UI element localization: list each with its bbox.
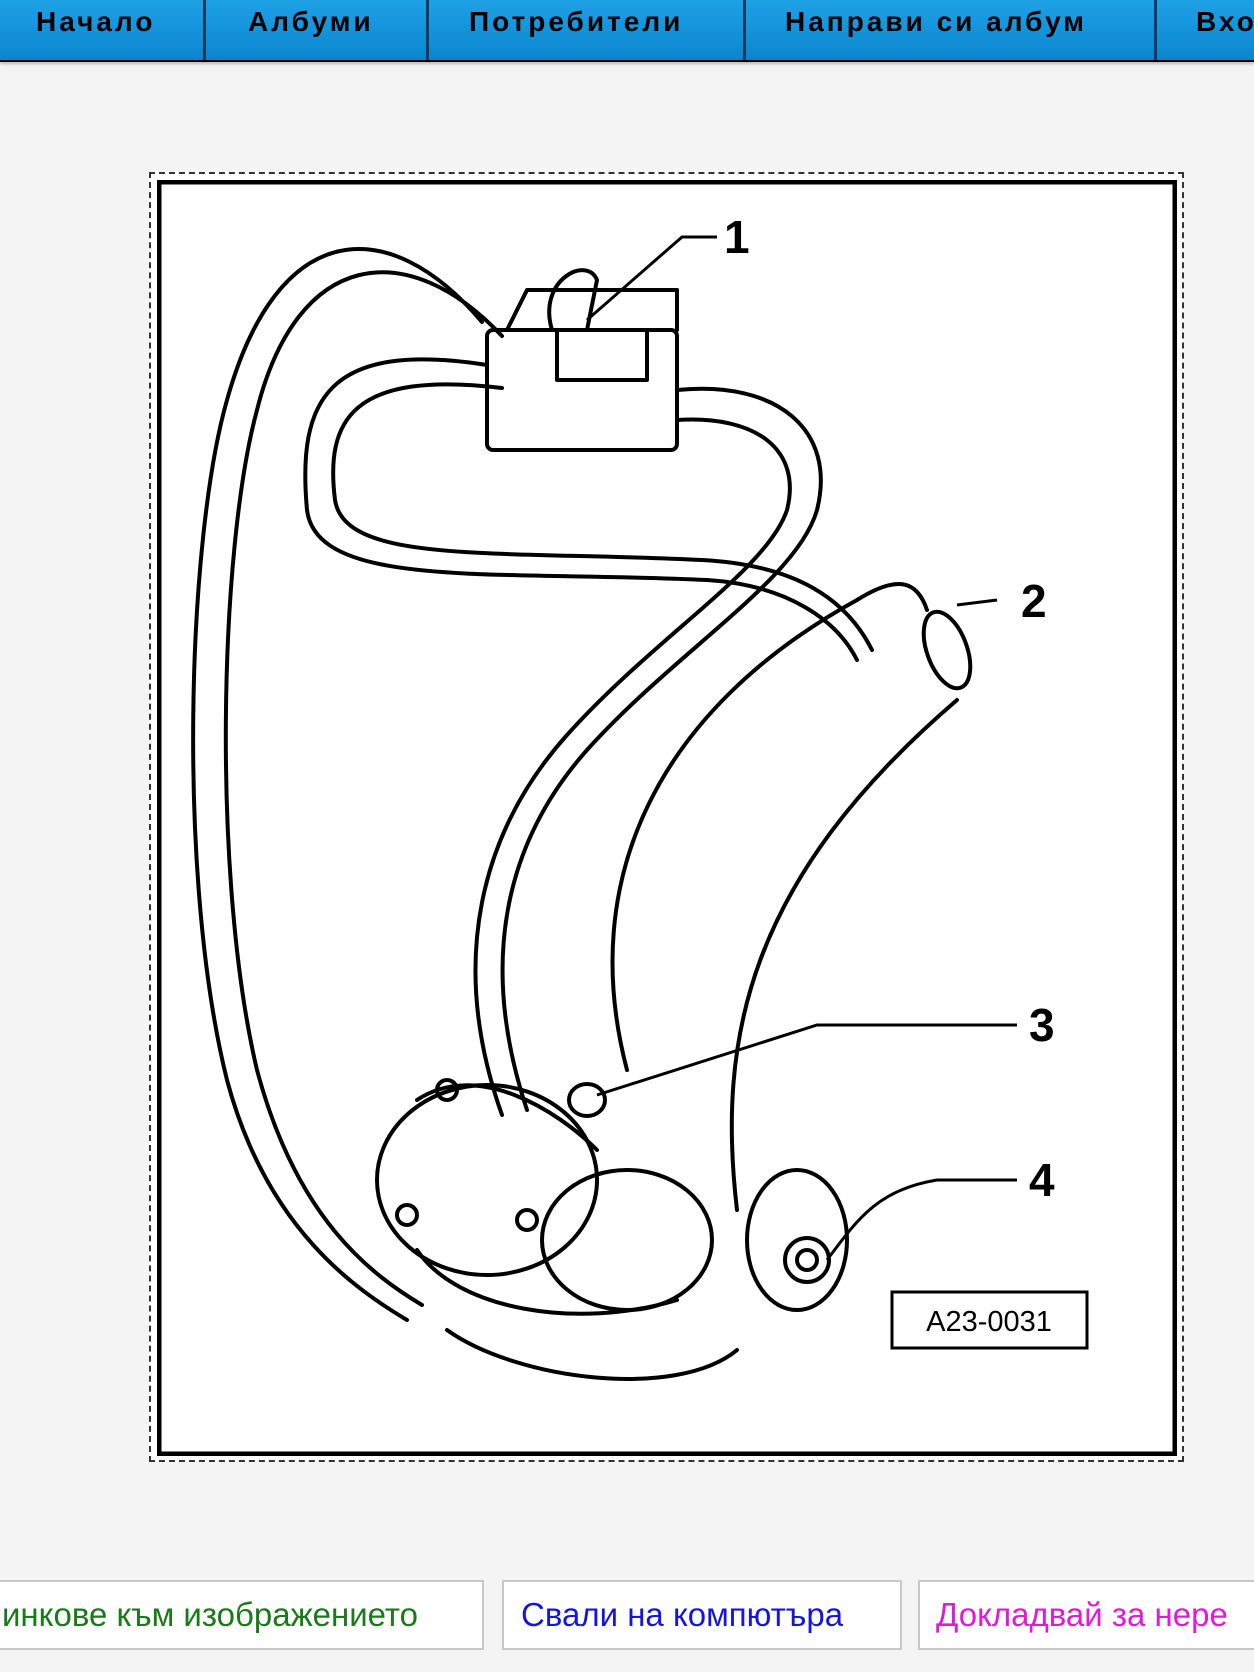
callout-3: 3: [1029, 999, 1055, 1051]
callout-4: 4: [1029, 1154, 1055, 1206]
nav-divider: [426, 0, 429, 60]
top-navigation: Начало Албуми Потребители Направи си алб…: [0, 0, 1254, 62]
callout-1: 1: [724, 211, 750, 263]
nav-create-album[interactable]: Направи си албум: [785, 6, 1087, 37]
download-button[interactable]: Свали на компютъра: [502, 1580, 902, 1650]
nav-home[interactable]: Начало: [36, 6, 156, 37]
figure-code: A23-0031: [926, 1306, 1052, 1338]
nav-divider: [203, 0, 206, 60]
nav-divider: [743, 0, 746, 60]
album-image-frame[interactable]: 1 2 3 4 A23-0031: [149, 172, 1184, 1462]
nav-users[interactable]: Потребители: [469, 6, 684, 37]
vacuum-hose-diagram: 1 2 3 4 A23-0031: [157, 180, 1177, 1456]
image-links-button[interactable]: инкове към изображението: [0, 1580, 484, 1650]
nav-login[interactable]: Вхо: [1196, 6, 1254, 37]
report-button[interactable]: Докладвай за нере: [918, 1580, 1254, 1650]
nav-albums[interactable]: Албуми: [248, 6, 374, 37]
callout-2: 2: [1021, 575, 1047, 627]
nav-divider: [1154, 0, 1157, 60]
